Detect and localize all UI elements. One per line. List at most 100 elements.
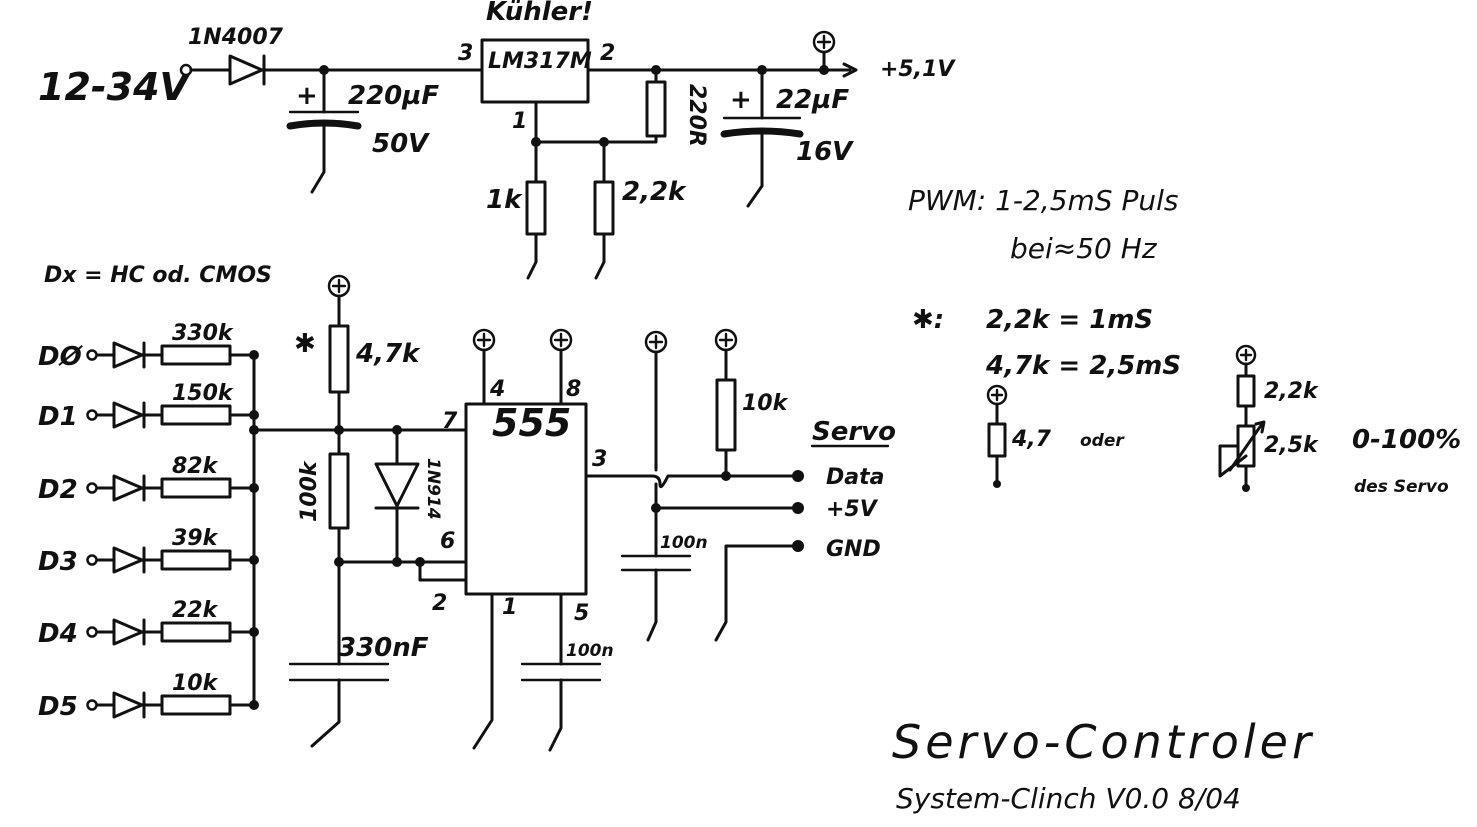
range-label: 0-100% <box>1352 425 1461 455</box>
servo-supply: 100n <box>620 330 798 642</box>
cap-in-value: 220µF <box>348 81 439 111</box>
diode-1n4007-label: 1N4007 <box>188 25 284 50</box>
servo-data-label: Data <box>826 465 884 490</box>
servo-5v-label: +5V <box>826 497 879 522</box>
r4k7-label: 4,7k <box>355 339 421 369</box>
input-label: D1 <box>38 402 78 432</box>
input-diode <box>112 474 144 502</box>
ic-pin8: 8 <box>566 377 581 402</box>
star-marker: ✱ <box>294 329 316 359</box>
alt-or-label: oder <box>1080 431 1125 451</box>
input-terminal[interactable] <box>86 409 98 421</box>
ic-555-label: 555 <box>492 401 571 445</box>
reg-pin2: 2 <box>600 41 615 66</box>
capacitor-330nf: 330nF <box>288 633 429 748</box>
input-diode-bar <box>142 691 164 719</box>
cap-in-voltage: 50V <box>372 129 430 159</box>
input-resistor <box>160 477 232 499</box>
reg-pin3: 3 <box>458 41 473 66</box>
ic-pin3: 3 <box>592 447 607 472</box>
alt-r-label: 4,7 <box>1011 427 1052 452</box>
input-diode <box>112 546 144 574</box>
resistor-10k: 10k <box>714 328 789 478</box>
r1k-label: 1k <box>486 185 523 215</box>
regulator-lm317: LM317M Kühler! 3 2 1 <box>458 0 615 134</box>
input-terminal[interactable] <box>86 626 98 638</box>
input-diode <box>112 401 144 429</box>
input-terminal[interactable] <box>86 554 98 566</box>
r10k-label: 10k <box>742 391 789 416</box>
cap-out-value: 22µF <box>776 85 849 115</box>
logic-note: Dx = HC od. CMOS <box>44 263 272 288</box>
r100k-label: 100k <box>297 460 322 522</box>
input-label: D3 <box>38 547 78 577</box>
resistor-2k2: 2,2k <box>593 140 687 280</box>
star-note-2: 4,7k = 2,5mS <box>985 351 1181 381</box>
input-resistor-label: 10k <box>172 671 219 696</box>
diode-1n4007: 1N4007 <box>188 25 284 86</box>
servo-data-pin[interactable] <box>792 470 804 482</box>
timer-section: 555 4 8 7 6 2 1 5 3 ✱ 4,7k <box>288 274 798 752</box>
ic-pin6: 6 <box>440 529 455 554</box>
servo-5v-pin[interactable] <box>792 502 804 514</box>
input-branch-4: D4 22k <box>38 598 259 649</box>
c330-label: 330nF <box>338 633 429 663</box>
input-terminal[interactable] <box>86 482 98 494</box>
input-terminal[interactable] <box>86 699 98 711</box>
r220-label: 220R <box>684 84 709 147</box>
servo-gnd-pin[interactable] <box>792 540 804 552</box>
wire-pin2 <box>418 560 468 582</box>
freq-note: bei≈50 Hz <box>1010 232 1158 265</box>
input-resistor-label: 82k <box>172 454 219 479</box>
supply-pin4 <box>472 328 496 406</box>
heatsink-note: Kühler! <box>486 0 593 27</box>
input-resistor <box>160 344 232 366</box>
ic-pin4: 4 <box>489 377 505 402</box>
input-resistor-label: 39k <box>172 526 219 551</box>
input-resistor-label: 150k <box>172 381 234 406</box>
input-branch-1: D1 150k <box>38 381 259 432</box>
range-sub-label: des Servo <box>1354 477 1449 497</box>
wire-gnd <box>714 544 798 642</box>
resistor-1k: 1k <box>486 140 547 280</box>
input-resistor <box>160 404 232 426</box>
capacitor-220uf: + 220µF 50V <box>286 68 439 194</box>
star-note-marker: ✱: <box>912 305 944 335</box>
input-resistor-label: 22k <box>172 598 219 623</box>
diode-1n914-label: 1N914 <box>423 458 443 520</box>
resistor-4k7-star: ✱ 4,7k <box>294 274 421 456</box>
title-block: Servo-Controler System-Clinch V0.0 8/04 <box>892 715 1315 815</box>
input-label: D4 <box>38 619 78 649</box>
ic-555 <box>464 402 588 596</box>
wire-pin1-gnd <box>472 592 494 750</box>
input-diode <box>112 691 144 719</box>
capacitor-100n-ctrl: 100n <box>520 592 614 752</box>
ic-pin1: 1 <box>502 595 517 620</box>
r2k2-label: 2,2k <box>622 177 687 207</box>
input-resistor <box>160 694 232 716</box>
wire-data <box>584 474 798 489</box>
title-main: Servo-Controler <box>892 715 1315 769</box>
input-resistor <box>160 621 232 643</box>
supply-pin8 <box>549 328 573 406</box>
input-diode-bar <box>142 546 164 574</box>
resistor-100k: 100k <box>297 452 350 666</box>
diode-1n914: 1N914 <box>374 428 443 564</box>
cap-out-voltage: 16V <box>796 137 854 167</box>
out-arrow <box>842 62 858 78</box>
pot-var-label: 2,5k <box>1264 433 1319 458</box>
c100-bypass-label: 100n <box>660 533 708 553</box>
input-diode <box>112 618 144 646</box>
title-sub: System-Clinch V0.0 8/04 <box>896 782 1241 815</box>
servo-header: Servo <box>812 417 896 447</box>
reg-pin1: 1 <box>512 109 527 134</box>
resistor-220r: 220R <box>534 68 709 147</box>
input-resistor <box>160 549 232 571</box>
input-voltage-label: 12-34V <box>38 65 192 109</box>
input-terminal[interactable] <box>86 349 98 361</box>
regulator-label: LM317M <box>488 49 592 74</box>
star-note-1: 2,2k = 1mS <box>986 305 1153 335</box>
